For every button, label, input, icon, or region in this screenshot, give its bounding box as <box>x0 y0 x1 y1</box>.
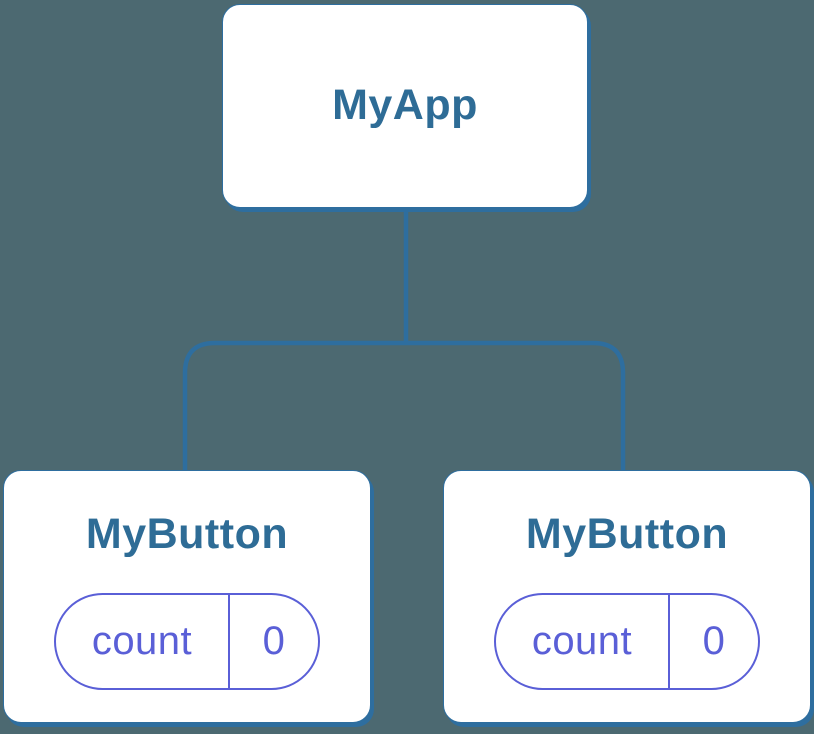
state-value-cell: 0 <box>670 595 758 688</box>
node-mybutton-right: MyButton count 0 <box>443 470 811 723</box>
node-label: MyApp <box>332 81 478 130</box>
connector-bracket <box>182 340 626 470</box>
state-name-cell: count <box>56 595 230 688</box>
state-value: 0 <box>262 619 286 663</box>
state-name-cell: count <box>496 595 670 688</box>
node-mybutton-left: MyButton count 0 <box>3 470 371 723</box>
state-value: 0 <box>702 619 726 663</box>
state-pill: count 0 <box>54 593 320 690</box>
node-label: MyButton <box>525 510 729 558</box>
state-value-cell: 0 <box>230 595 318 688</box>
state-name: count <box>91 619 193 663</box>
node-myapp: MyApp <box>222 4 588 208</box>
node-label: MyButton <box>85 510 289 558</box>
state-pill: count 0 <box>494 593 760 690</box>
state-name: count <box>531 619 633 663</box>
